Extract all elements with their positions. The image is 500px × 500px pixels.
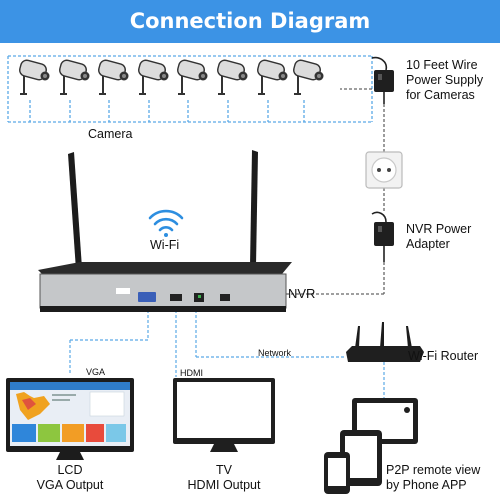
router-icon — [346, 322, 424, 362]
cameras — [19, 59, 324, 95]
lcd-line2: VGA Output — [36, 478, 104, 492]
bullet-camera-icon — [217, 59, 248, 95]
power-supply-line1: 10 Feet Wire — [406, 58, 478, 72]
nvr-label: NVR — [288, 286, 316, 301]
nvr-adapter-line1: NVR Power — [406, 222, 472, 236]
p2p-line2: by Phone APP — [386, 478, 467, 492]
nvr-icon — [38, 150, 292, 312]
vga-port-label: VGA — [86, 367, 106, 377]
hdmi-port-label: HDMI — [180, 368, 203, 378]
bullet-camera-icon — [138, 59, 169, 95]
tv-line1: TV — [216, 463, 232, 477]
power-adapter-icon — [371, 211, 394, 262]
bullet-camera-icon — [177, 59, 208, 95]
nvr-adapter-line2: Adapter — [406, 237, 450, 251]
power-supply-line3: for Cameras — [406, 88, 475, 102]
signal-lines — [69, 310, 385, 398]
network-label: Network — [258, 348, 292, 358]
wall-outlet-icon — [365, 151, 403, 189]
power-adapter-icon — [371, 56, 394, 104]
bullet-camera-icon — [19, 59, 50, 95]
p2p-line1: P2P remote view — [386, 463, 481, 477]
lcd-line1: LCD — [57, 463, 83, 477]
tv-line2: HDMI Output — [187, 478, 261, 492]
bullet-camera-icon — [293, 59, 324, 95]
power-supply-line2: Power Supply — [406, 73, 484, 87]
devices-icon — [324, 398, 418, 494]
camera-label: Camera — [88, 127, 133, 141]
wifi-icon — [148, 209, 184, 237]
bullet-camera-icon — [59, 59, 90, 95]
title-banner: Connection Diagram — [0, 0, 500, 43]
lcd-monitor-icon — [6, 378, 134, 460]
tv-icon — [173, 378, 275, 452]
router-label: Wi-Fi Router — [408, 349, 479, 363]
wifi-label: Wi-Fi — [150, 238, 180, 252]
page-title: Connection Diagram — [129, 9, 371, 33]
bullet-camera-icon — [257, 59, 288, 95]
bullet-camera-icon — [98, 59, 129, 95]
